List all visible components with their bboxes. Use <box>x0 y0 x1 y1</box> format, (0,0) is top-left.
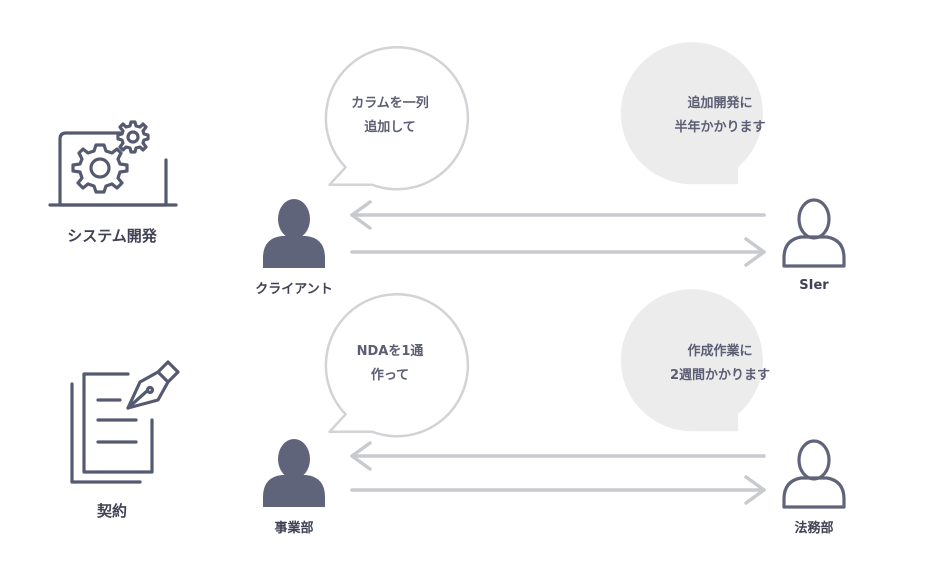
legal-dept-label: 法務部 <box>794 521 834 536</box>
right-speech-bubble-1 <box>620 42 763 185</box>
client-person-icon <box>263 199 325 268</box>
right-bubble-2-text: 作成作業に 2週間かかります <box>650 340 790 388</box>
left-bubble-2-text: NDAを1通 作って <box>320 340 460 388</box>
right-bubble-2-line-1: 作成作業に <box>687 344 753 359</box>
business-dept-label: 事業部 <box>274 521 314 536</box>
business-dept-person-icon <box>263 439 325 507</box>
section-label-contract: 契約 <box>96 502 127 520</box>
left-bubble-1-text: カラムを一列 追加して <box>320 92 460 140</box>
left-bubble-1-line-2: 追加して <box>364 120 416 135</box>
right-bubble-1-line-1: 追加開発に <box>687 96 753 111</box>
right-bubble-2-line-2: 2週間かかります <box>669 368 771 383</box>
section-label-system-development: システム開発 <box>67 227 157 245</box>
left-speech-bubble-1 <box>324 46 470 191</box>
left-speech-bubble-2 <box>324 293 470 438</box>
document-pen-icon <box>70 360 180 484</box>
laptop-gear-icon <box>48 120 178 207</box>
request-arrow-2 <box>350 441 766 471</box>
left-bubble-2-line-2: 作って <box>370 368 410 383</box>
left-bubble-1-line-1: カラムを一列 <box>351 96 429 111</box>
response-arrow-1 <box>350 237 766 267</box>
right-speech-bubble-2 <box>620 289 763 432</box>
sier-person-icon <box>782 198 846 268</box>
client-label: クライアント <box>255 282 333 297</box>
legal-dept-person-icon <box>782 439 846 509</box>
request-arrow-1 <box>350 200 766 230</box>
left-bubble-2-line-1: NDAを1通 <box>356 344 424 359</box>
right-bubble-1-line-2: 半年かかります <box>674 120 766 135</box>
sier-label: SIer <box>799 278 829 293</box>
right-bubble-1-text: 追加開発に 半年かかります <box>650 92 790 140</box>
response-arrow-2 <box>350 475 766 505</box>
